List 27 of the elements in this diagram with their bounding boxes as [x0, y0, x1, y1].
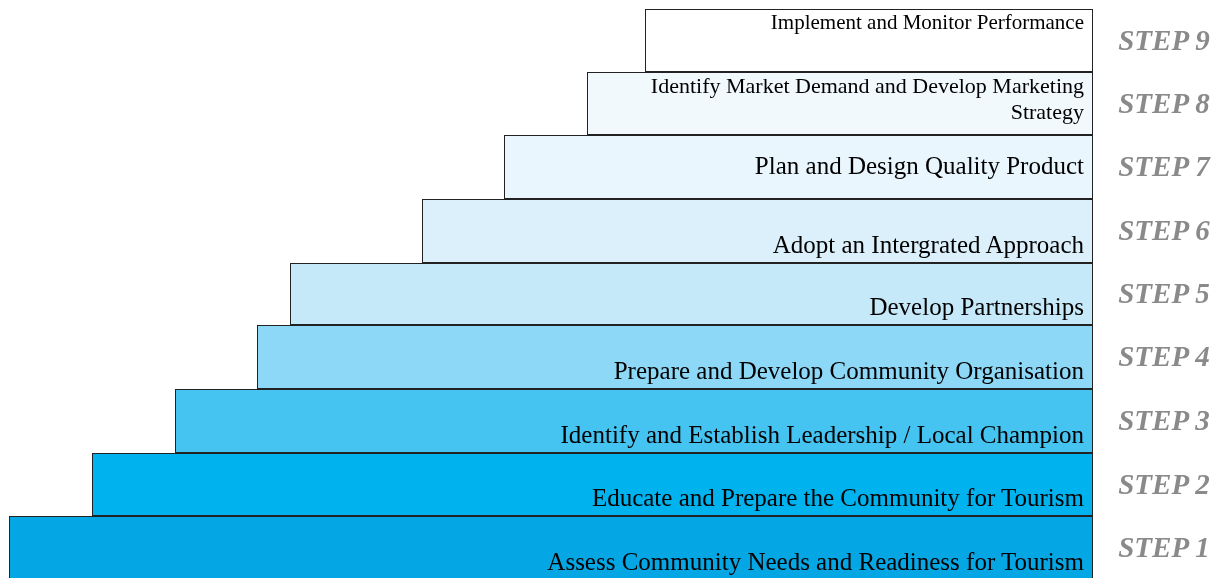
step-text: Implement and Monitor Performance — [770, 10, 1084, 36]
step-text: Develop Partnerships — [869, 292, 1084, 322]
step-number: STEP 4 — [1117, 339, 1211, 375]
step-text: Identify and Establish Leadership / Local Champion — [560, 420, 1084, 450]
step-number: STEP 7 — [1117, 149, 1212, 185]
step-box — [587, 72, 1093, 135]
step-box — [422, 199, 1093, 263]
step-text: Prepare and Develop Community Organisation — [613, 356, 1084, 386]
step-text: Adopt an Intergrated Approach — [772, 230, 1084, 260]
step-text: Plan and Design Quality Product — [754, 151, 1084, 181]
step-text: Educate and Prepare the Community for Tourism — [591, 483, 1084, 513]
step-text: Assess Community Needs and Readiness for Tourism — [547, 547, 1084, 577]
step-number: STEP 5 — [1117, 276, 1211, 312]
step-box — [175, 389, 1093, 453]
step-number: STEP 1 — [1117, 530, 1211, 566]
step-number: STEP 2 — [1117, 466, 1211, 502]
step-number: STEP 6 — [1117, 213, 1211, 249]
step-box — [645, 9, 1093, 72]
step-number: STEP 9 — [1117, 22, 1211, 58]
step-box — [504, 135, 1093, 199]
step-box — [9, 516, 1093, 578]
step-text: Identify Market Demand and Develop Marketing Strategy — [649, 73, 1084, 126]
step-box — [290, 263, 1093, 325]
step-box — [92, 453, 1093, 516]
step-box — [257, 325, 1093, 389]
step-number: STEP 8 — [1117, 85, 1211, 121]
step-number: STEP 3 — [1117, 403, 1211, 439]
